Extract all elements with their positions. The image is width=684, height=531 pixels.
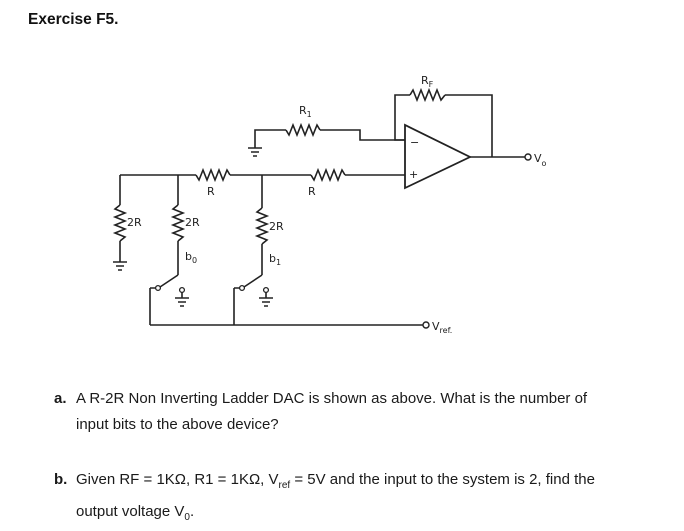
rf-resistor <box>409 87 446 103</box>
question-a: a. A R-2R Non Inverting Ladder DAC is sho… <box>54 386 664 438</box>
question-b-label: b. <box>54 471 68 488</box>
question-a-line2: input bits to the above device? <box>76 416 279 433</box>
question-b-line1: Given RF = 1KΩ, R1 = 1KΩ, V <box>76 471 279 488</box>
vo-label: Vo <box>534 152 547 168</box>
b0-2r-label: 2R <box>185 216 200 229</box>
b1-switch <box>233 274 273 325</box>
vo-terminal <box>524 153 532 161</box>
r1-wire <box>320 129 405 141</box>
opamp-plus-sign: + <box>409 168 418 181</box>
b1-2r-label: 2R <box>269 220 284 233</box>
question-b: b. Given RF = 1KΩ, R1 = 1KΩ, Vref = 5V an… <box>54 467 664 531</box>
r2r-dac-circuit-diagram: − + Vo RF R1 R R 2R 2R b0 <box>112 74 547 335</box>
r-series-label-1: R <box>207 185 215 198</box>
b0-switch <box>149 274 189 325</box>
left-ground-symbol <box>113 261 127 271</box>
feedback-wire-right <box>445 94 493 157</box>
r-series-resistor-1 <box>195 167 231 183</box>
b0-label: b0 <box>185 250 197 265</box>
r1-label: R1 <box>299 104 312 119</box>
opamp-minus-sign: − <box>410 136 419 149</box>
b0-2r-resistor <box>170 204 186 242</box>
vref-terminal <box>422 321 430 329</box>
b1-2r-resistor <box>254 207 270 245</box>
r1-ground-symbol <box>248 147 262 157</box>
left-2r-resistor <box>112 204 128 242</box>
r1-resistor <box>285 122 321 138</box>
opamp-symbol: − + <box>404 123 473 190</box>
r-series-label-2: R <box>308 185 316 198</box>
left-2r-label: 2R <box>127 216 142 229</box>
r-series-resistor-2 <box>310 167 346 183</box>
question-a-line1: A R-2R Non Inverting Ladder DAC is shown… <box>76 390 588 407</box>
exercise-title: Exercise F5. <box>28 11 119 28</box>
r1-ground-wire <box>254 129 286 148</box>
question-a-label: a. <box>54 390 67 407</box>
rf-label: RF <box>421 74 434 89</box>
vref-label: Vref. <box>432 320 452 335</box>
question-b-line1-end: = 5V and the input to the system is 2, f… <box>290 471 595 488</box>
question-b-vref-sub: ref <box>278 480 291 491</box>
b1-label: b1 <box>269 252 281 267</box>
question-b-line2: output voltage V0. <box>76 503 195 523</box>
